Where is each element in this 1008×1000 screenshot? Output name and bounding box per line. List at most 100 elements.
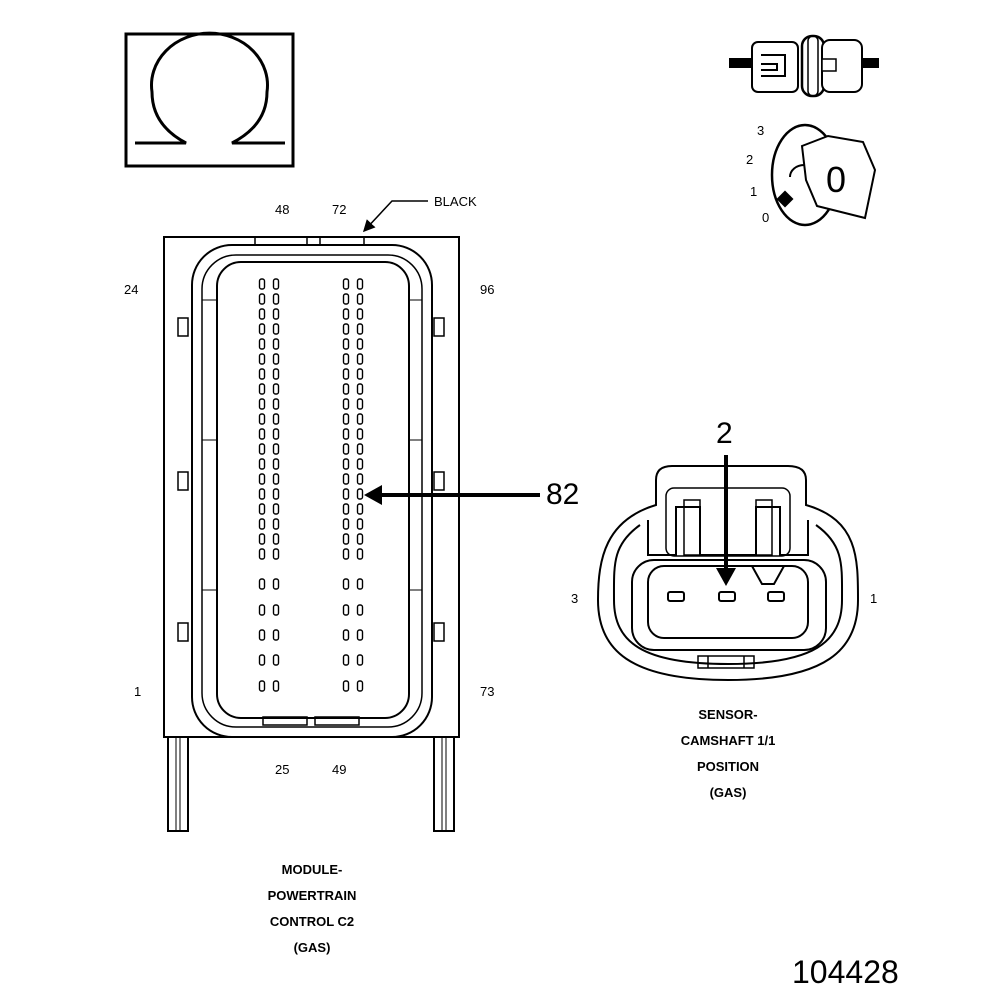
pin-cavity xyxy=(342,458,350,470)
pin-cavity xyxy=(258,680,266,692)
connector-mated-icon xyxy=(729,34,879,98)
pin-cavity xyxy=(356,518,364,530)
ignition-key-label: 0 xyxy=(826,159,847,200)
cmp-caption-line: (GAS) xyxy=(709,785,747,800)
pcm-caption-line: MODULE- xyxy=(281,862,343,877)
pin-cavity xyxy=(258,338,266,350)
pin-cavity xyxy=(272,604,280,616)
pin-cavity xyxy=(342,548,350,560)
pin-cavity xyxy=(272,458,280,470)
pin-cavity xyxy=(258,293,266,305)
pin-cavity xyxy=(272,503,280,515)
pin-cavity xyxy=(258,488,266,500)
pin-cavity xyxy=(356,413,364,425)
cmp-sensor-connector-body xyxy=(596,455,860,682)
pcm-connector-caption: MODULE- POWERTRAIN CONTROL C2 (GAS) xyxy=(226,857,398,961)
pin-cavity xyxy=(342,413,350,425)
pin-cavity xyxy=(356,604,364,616)
pin-label-48: 48 xyxy=(275,202,290,217)
ignition-switch-icon xyxy=(770,123,877,227)
ignition-position-3: 3 xyxy=(757,123,765,138)
pin-cavity xyxy=(272,398,280,410)
pin-label-72: 72 xyxy=(332,202,347,217)
pin-cavity xyxy=(272,338,280,350)
pcm-connector-body xyxy=(163,200,540,832)
pin-cavity xyxy=(272,629,280,641)
pin-cavity xyxy=(356,680,364,692)
cmp-caption-line: POSITION xyxy=(696,759,760,774)
pin-cavity xyxy=(258,428,266,440)
pin-cavity xyxy=(342,680,350,692)
color-leader-line xyxy=(362,200,428,233)
pcm-pin-cavities xyxy=(258,278,364,692)
pin-cavity xyxy=(356,353,364,365)
pin-cavity xyxy=(272,428,280,440)
ignition-position-2: 2 xyxy=(746,152,754,167)
pin-cavity xyxy=(342,428,350,440)
figure-number: 104428 xyxy=(792,954,899,990)
pin-cavity xyxy=(342,518,350,530)
pin-cavity xyxy=(258,503,266,515)
pin-cavity xyxy=(272,473,280,485)
pin-cavity xyxy=(356,323,364,335)
pin-cavity xyxy=(258,548,266,560)
cmp-sensor-caption: SENSOR- CAMSHAFT 1/1 POSITION (GAS) xyxy=(638,702,818,806)
pin-cavity xyxy=(258,629,266,641)
pin-label-96: 96 xyxy=(480,282,495,297)
pin-cavity xyxy=(356,368,364,380)
pin-cavity xyxy=(342,278,350,290)
pin-cavity xyxy=(356,488,364,500)
pin-cavity xyxy=(342,383,350,395)
ignition-position-1: 1 xyxy=(750,184,758,199)
pin-cavity xyxy=(258,458,266,470)
pin-cavity xyxy=(356,308,364,320)
pcm-caption-line: POWERTRAIN xyxy=(267,888,357,903)
pin-cavity xyxy=(356,443,364,455)
pin-cavity xyxy=(258,278,266,290)
pin-cavity xyxy=(272,278,280,290)
pin-cavity xyxy=(258,353,266,365)
pcm-caption-line: CONTROL C2 xyxy=(269,914,355,929)
pin-cavity xyxy=(272,533,280,545)
pin-cavity xyxy=(342,488,350,500)
pin-cavity xyxy=(356,458,364,470)
pin-cavity xyxy=(258,413,266,425)
cmp-highlight-pin-label: 2 xyxy=(716,417,733,450)
pin-cavity xyxy=(272,518,280,530)
pin-cavity xyxy=(272,680,280,692)
pin-cavity xyxy=(356,383,364,395)
pin-cavity xyxy=(258,518,266,530)
pin-cavity xyxy=(258,443,266,455)
pin-cavity xyxy=(258,398,266,410)
connector-color-label: BLACK xyxy=(434,194,477,209)
pin-cavity xyxy=(342,503,350,515)
cmp-caption-line: CAMSHAFT 1/1 xyxy=(680,733,776,748)
pin-cavity xyxy=(356,629,364,641)
pin-label-24: 24 xyxy=(124,282,139,297)
pin-cavity xyxy=(356,278,364,290)
pin-cavity xyxy=(342,473,350,485)
pin-label-1: 1 xyxy=(134,684,142,699)
pin-label-25: 25 xyxy=(275,762,290,777)
cmp-caption-line: SENSOR- xyxy=(698,707,758,722)
pin-cavity xyxy=(356,293,364,305)
pin-cavity xyxy=(272,488,280,500)
pin-label-49: 49 xyxy=(332,762,347,777)
pin-cavity xyxy=(258,604,266,616)
pin-cavity xyxy=(356,338,364,350)
pin-cavity xyxy=(272,293,280,305)
pin-cavity xyxy=(258,578,266,590)
pin-cavity xyxy=(342,654,350,666)
pin-cavity xyxy=(342,308,350,320)
pin-cavity xyxy=(342,443,350,455)
pin-cavity xyxy=(272,353,280,365)
pin-label-73: 73 xyxy=(480,684,495,699)
pin-cavity xyxy=(356,398,364,410)
pin-cavity xyxy=(356,578,364,590)
pin-cavity xyxy=(342,398,350,410)
pin-cavity xyxy=(342,293,350,305)
pin-cavity xyxy=(258,533,266,545)
pin-cavity xyxy=(356,428,364,440)
